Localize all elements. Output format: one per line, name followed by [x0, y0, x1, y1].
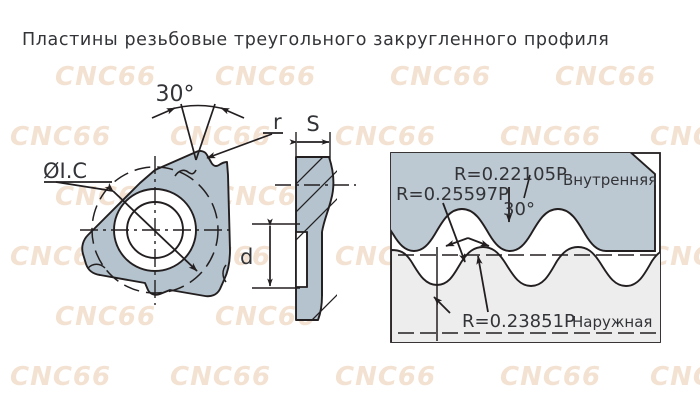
angle-arrow-right	[220, 107, 245, 119]
page-title: Пластины резьбовые треугольного закругле…	[22, 30, 610, 50]
section-bore-void	[295, 231, 308, 288]
internal-thread-body	[391, 153, 656, 252]
internal-label-leader	[523, 174, 531, 199]
insert-notch-lower	[87, 263, 106, 269]
profile-angle-label: 30°	[503, 199, 535, 220]
insert-chip-notch	[174, 169, 197, 177]
front-view-angle-label: 30°	[156, 82, 195, 107]
ic-leader-line	[55, 181, 114, 192]
section-thickness-label: S	[306, 112, 319, 136]
profile-angle-arrow-right	[467, 237, 490, 247]
corner-radius-label: r	[273, 110, 282, 134]
angle-arrow-left	[151, 107, 176, 119]
internal-crest-radius-label: R=0.22105P	[454, 164, 567, 185]
internal-root-radius-leader	[442, 202, 466, 263]
angle-leg-right	[195, 103, 216, 161]
ic-diameter-arrow	[104, 182, 198, 272]
labels-layer: 30° r ØI.C S d R=0.22105P R=0.25597P 30°…	[43, 82, 657, 332]
angle-leg-left	[180, 103, 197, 161]
external-radius-label: R=0.23851P	[462, 311, 575, 332]
internal-root-radius-label: R=0.25597P	[396, 184, 509, 205]
inscribed-circle-label: ØI.C	[43, 159, 87, 183]
internal-thread-label: Внутренняя	[563, 171, 657, 189]
section-diameter-label: d	[240, 245, 253, 269]
external-thread-label: Наружная	[572, 313, 652, 331]
section-hatching	[296, 157, 337, 320]
corner-radius-leader	[206, 133, 273, 159]
external-radius-leader	[433, 296, 451, 314]
section-view-group	[252, 132, 356, 321]
profile-panel-group	[390, 152, 661, 343]
external-crest-leader	[476, 255, 489, 313]
front-view-group	[44, 103, 283, 305]
insert-notch-right	[222, 264, 227, 283]
